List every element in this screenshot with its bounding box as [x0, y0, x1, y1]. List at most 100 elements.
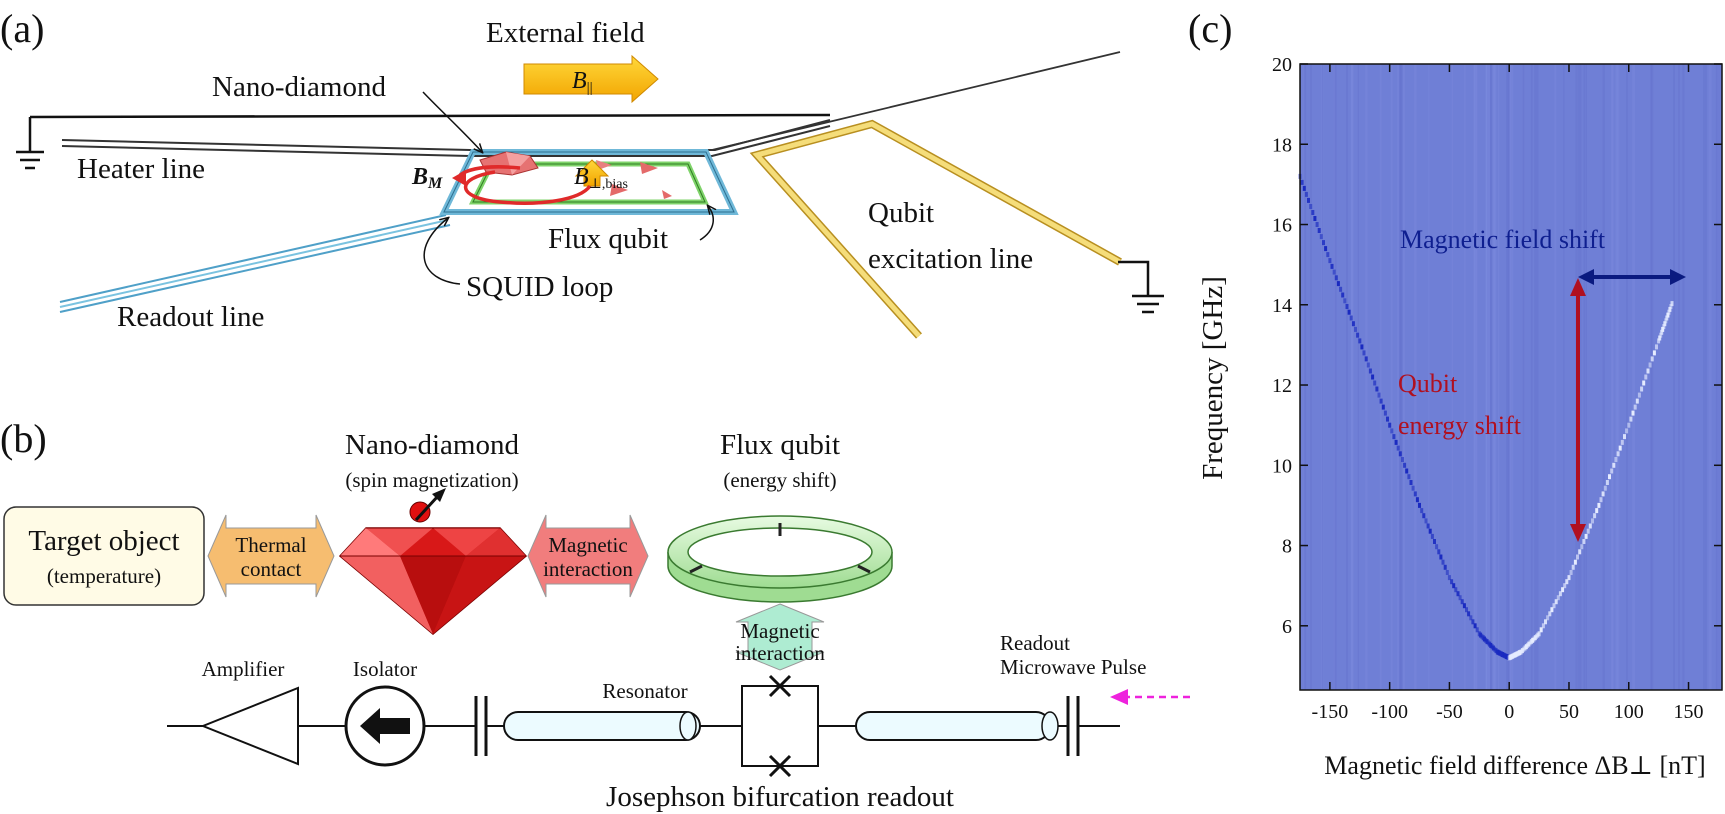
left-branch-point [1469, 615, 1473, 621]
y-tick-label: 10 [1272, 455, 1292, 477]
heatmap-streak [1365, 64, 1368, 690]
right-branch-point [1661, 326, 1665, 332]
left-branch-point [1364, 356, 1368, 362]
right-branch-point [1554, 599, 1558, 605]
left-branch-point [1426, 523, 1430, 529]
heatmap-streak [1611, 64, 1613, 690]
y-axis-label: Frequency [GHz] [1197, 276, 1229, 480]
right-branch-point [1599, 497, 1603, 503]
b-parallel-label: B|| [572, 68, 593, 96]
panel-a: (a) External field B|| Heater line [0, 6, 1164, 339]
right-branch-point [1537, 631, 1541, 637]
left-branch-point [1332, 269, 1336, 275]
heatmap-streak [1508, 64, 1510, 690]
qubit-excitation-line [749, 119, 1122, 339]
heatmap-streak [1616, 64, 1620, 690]
left-branch-point [1371, 374, 1375, 380]
heatmap-streak [1715, 64, 1718, 690]
left-branch-point [1324, 246, 1328, 252]
x-tick-label: -150 [1312, 701, 1349, 723]
heatmap-streak [1334, 64, 1336, 690]
target-object-box [3, 506, 205, 606]
right-branch-point [1595, 508, 1599, 514]
left-branch-point [1439, 554, 1443, 560]
right-branch-point [1593, 513, 1597, 519]
resonator-label: Resonator [602, 679, 687, 703]
flux-qubit-ring-icon [667, 515, 893, 603]
left-branch-point [1373, 380, 1377, 386]
heatmap-streak [1473, 64, 1475, 690]
right-branch-point [1659, 332, 1663, 338]
resonator-left [503, 711, 701, 741]
right-branch-point [1605, 480, 1609, 485]
right-branch-point [1667, 309, 1671, 315]
left-branch-point [1313, 216, 1317, 221]
right-branch-point [1580, 544, 1584, 550]
right-branch-point [1642, 380, 1646, 386]
external-field-arrow [523, 54, 659, 104]
left-branch-point [1475, 627, 1479, 633]
nano-diamond-pointer [422, 91, 482, 152]
ruby-diamond-icon [338, 527, 528, 635]
left-branch-point [1422, 513, 1426, 519]
amplifier-label: Amplifier [202, 657, 285, 681]
left-branch-point [1317, 228, 1321, 233]
heatmap-streak [1486, 64, 1488, 690]
heatmap-streak [1414, 64, 1417, 690]
right-branch-point [1597, 502, 1601, 508]
left-branch-point [1356, 332, 1360, 338]
heatmap-texture [1303, 64, 1721, 690]
magnetic-interaction-label-1: Magnetic [548, 533, 627, 557]
heatmap-streak [1678, 64, 1680, 690]
right-branch-point [1640, 386, 1644, 392]
heatmap-streak [1487, 64, 1491, 690]
heatmap-streak [1611, 64, 1614, 690]
right-branch-point [1669, 304, 1673, 309]
left-branch-point [1388, 422, 1392, 428]
heatmap-streak [1399, 64, 1403, 690]
heatmap-streak [1510, 64, 1514, 690]
right-branch-point [1650, 356, 1654, 362]
right-branch-point [1573, 559, 1577, 565]
left-branch-point [1401, 457, 1404, 462]
right-branch-point [1565, 579, 1569, 585]
left-branch-point [1443, 564, 1447, 570]
right-branch-point [1666, 312, 1670, 318]
left-branch-point [1428, 528, 1432, 534]
y-tick-label: 14 [1272, 295, 1292, 317]
spectrum-traces [1298, 173, 1674, 661]
right-branch-point [1623, 434, 1626, 440]
left-branch-point [1405, 468, 1409, 474]
readout-line-label: Readout line [117, 301, 264, 333]
left-branch-point [1341, 292, 1345, 298]
heatmap-streak [1534, 64, 1537, 690]
field-shift-annotation: Magnetic field shift [1400, 225, 1606, 254]
heatmap-streak [1464, 64, 1466, 690]
heatmap-streak [1615, 64, 1618, 690]
heatmap-streak [1682, 64, 1685, 690]
right-branch-point [1657, 338, 1661, 344]
heatmap-streak [1485, 64, 1487, 690]
left-branch-point [1403, 462, 1407, 468]
heatmap-streak [1704, 64, 1707, 690]
left-branch-point [1336, 281, 1340, 287]
heatmap-streak [1708, 64, 1712, 690]
b-m-label: BM [411, 164, 443, 192]
left-branch-point [1435, 544, 1439, 550]
right-branch-point [1550, 607, 1554, 613]
b-perp-bias-label: B⊥,bias [574, 164, 628, 192]
right-branch-point [1646, 368, 1650, 374]
y-tick-label: 8 [1282, 536, 1292, 558]
left-branch-point [1407, 474, 1411, 480]
left-branch-point [1454, 587, 1458, 593]
capacitor-right-icon [1066, 696, 1080, 756]
right-branch-point [1601, 491, 1605, 497]
right-branch-point [1670, 301, 1674, 307]
left-branch-point [1315, 222, 1319, 227]
heatmap-streak [1350, 64, 1354, 690]
left-branch-point [1358, 338, 1362, 344]
target-object-label: Target object [28, 525, 179, 557]
right-branch-point [1620, 439, 1624, 445]
